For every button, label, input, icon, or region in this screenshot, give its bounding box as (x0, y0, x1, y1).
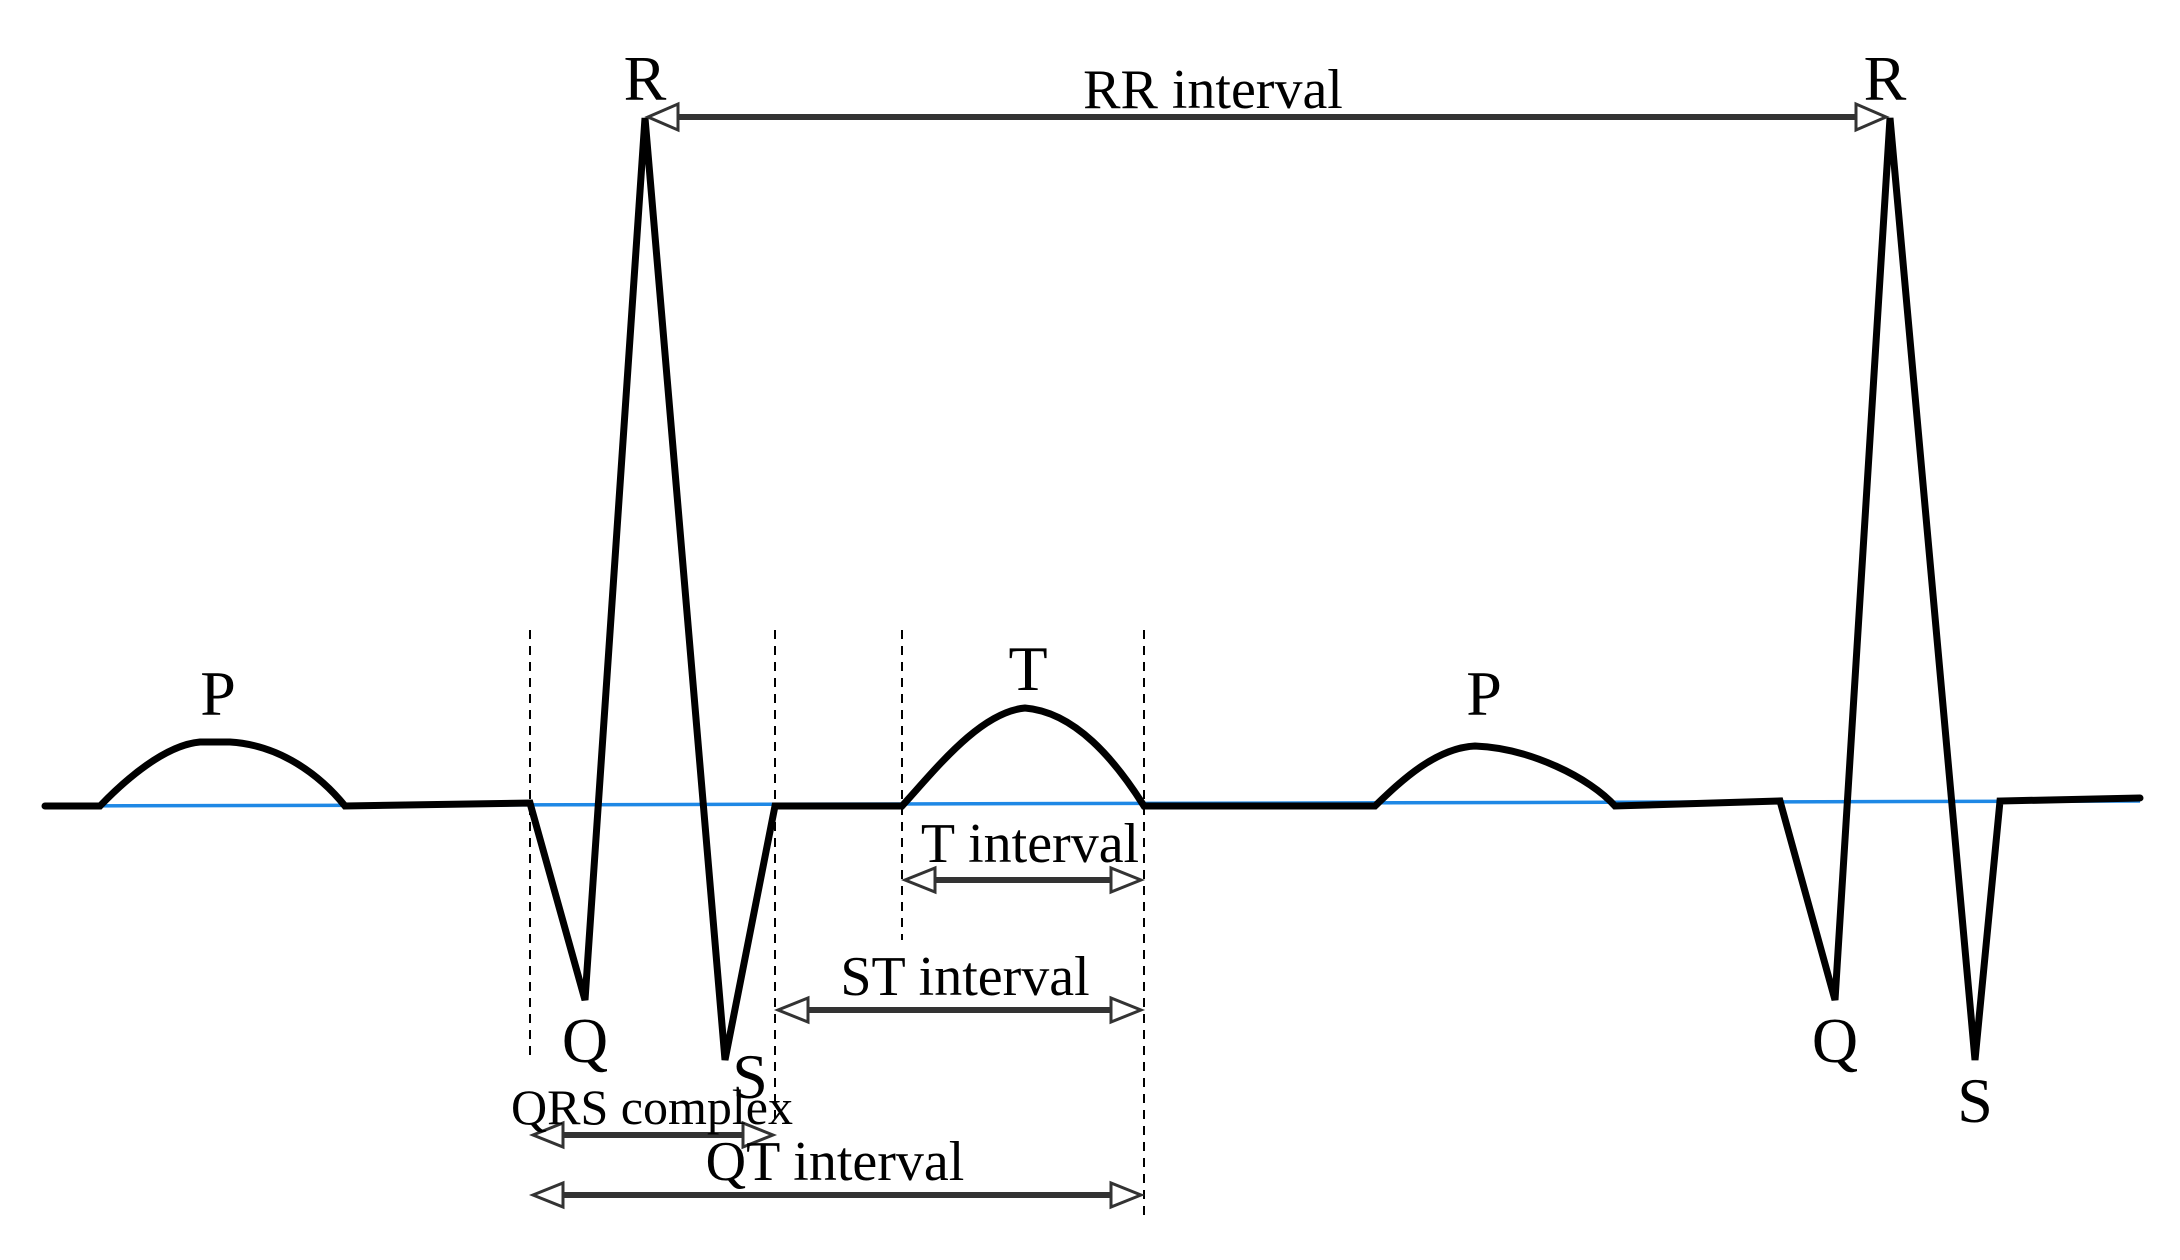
qt-interval-arrow (528, 1180, 1146, 1210)
t-interval-label: T interval (921, 813, 1139, 875)
rr-interval-label: RR interval (1083, 59, 1343, 121)
q-wave-label-2: Q (1812, 1005, 1858, 1076)
qrs-complex-label: QRS complex (511, 1079, 793, 1135)
t-interval-arrow (900, 865, 1146, 895)
p-wave-label-2: P (1466, 658, 1502, 729)
s-wave-label-1: S (732, 1041, 768, 1112)
st-interval-arrow (773, 995, 1146, 1025)
p-wave-label-1: P (200, 658, 236, 729)
t-wave-label: T (1008, 633, 1047, 704)
qrs-complex-arrow (528, 1120, 778, 1150)
rr-interval-arrow (644, 101, 1890, 133)
qt-interval-label: QT interval (706, 1131, 965, 1193)
s-wave-label-2: S (1957, 1065, 1993, 1136)
r-peak-label-2: R (1864, 43, 1907, 114)
st-interval-label: ST interval (840, 946, 1089, 1008)
q-wave-label-1: Q (562, 1005, 608, 1076)
r-peak-label-1: R (624, 43, 667, 114)
ecg-trace (41, 117, 2144, 1061)
